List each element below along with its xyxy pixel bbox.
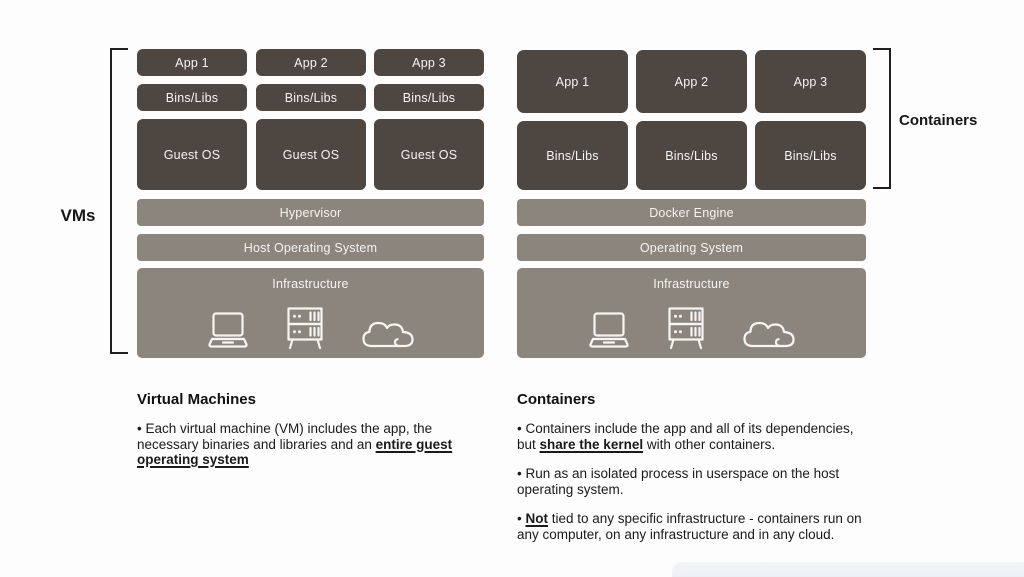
containers-bracket [873,48,891,189]
vm-guestos-1-block: Guest OS [137,119,247,190]
containers-description: Containers • Containers include the app … [517,391,897,556]
vm-infrastructure-label: Infrastructure [272,277,349,291]
container-binslibs-3-block: Bins/Libs [755,121,866,190]
containers-description-heading: Containers [517,391,596,408]
container-app-3-block: App 3 [755,50,866,113]
laptop-icon [207,312,248,348]
container-app-2-block: App 2 [636,50,747,113]
server-rack-icon [667,307,704,350]
host-operating-system-bar: Host Operating System [137,234,484,261]
vm-binslibs-3-block: Bins/Libs [374,84,484,111]
vms-bracket [110,48,128,354]
vm-binslibs-1-block: Bins/Libs [137,84,247,111]
container-infrastructure-icons [517,305,866,351]
vm-app-1-block: App 1 [137,49,247,76]
vm-binslibs-2-block: Bins/Libs [256,84,366,111]
container-app-1-block: App 1 [517,50,628,113]
container-binslibs-1-block: Bins/Libs [517,121,628,190]
vm-infrastructure-icons [137,305,484,351]
video-player-edge [672,562,1024,577]
container-binslibs-2-block: Bins/Libs [636,121,747,190]
operating-system-bar: Operating System [517,234,866,261]
vm-description-heading: Virtual Machines [137,391,256,408]
containers-bullet: • Not tied to any specific infrastructur… [517,511,862,542]
cloud-icon [361,321,414,348]
server-rack-icon [286,307,323,350]
docker-engine-bar: Docker Engine [517,199,866,226]
vm-app-2-block: App 2 [256,49,366,76]
container-infrastructure-label: Infrastructure [653,277,730,291]
vm-infrastructure-block: Infrastructure [137,268,484,358]
vm-guestos-3-block: Guest OS [374,119,484,190]
containers-bullet: • Run as an isolated process in userspac… [517,466,840,497]
vms-bracket-label: VMs [60,206,96,225]
laptop-icon [588,312,629,348]
vm-bullet: • Each virtual machine (VM) includes the… [137,421,453,467]
containers-bracket-label: Containers [899,112,978,129]
hypervisor-bar: Hypervisor [137,199,484,226]
cloud-icon [742,321,795,348]
vm-description: Virtual Machines • Each virtual machine … [137,391,493,482]
containers-bullet: • Containers include the app and all of … [517,421,854,452]
container-infrastructure-block: Infrastructure [517,268,866,358]
vm-app-3-block: App 3 [374,49,484,76]
vm-guestos-2-block: Guest OS [256,119,366,190]
